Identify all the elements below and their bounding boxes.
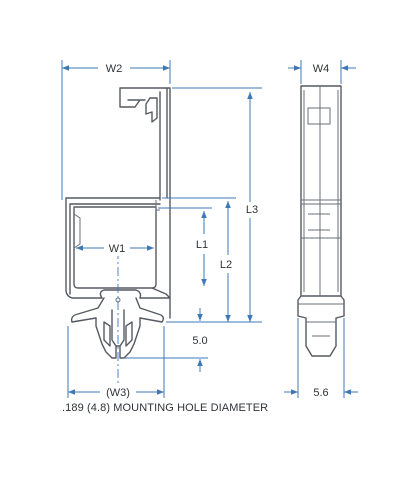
side-body-details <box>298 86 344 337</box>
label-backdrop <box>310 62 332 76</box>
dim-l1-label: L1 <box>196 239 208 251</box>
dim-l2-label: L2 <box>220 259 232 271</box>
dim-l2: L2 <box>162 197 236 322</box>
dim-l3-label: L3 <box>246 204 258 216</box>
label-backdrop <box>311 386 331 400</box>
dim-5-6-label: 5.6 <box>313 387 328 399</box>
label-backdrop <box>106 242 128 256</box>
dim-w4: W4 <box>288 60 356 84</box>
dim-w3: (W3) <box>67 326 165 400</box>
dim-w1-label: W1 <box>109 243 126 255</box>
dim-w1: W1 <box>76 242 154 256</box>
latch-slit <box>155 200 160 211</box>
side-view <box>297 85 345 357</box>
label-backdrop <box>190 334 210 348</box>
dim-5-0-label: 5.0 <box>192 335 207 347</box>
push-in-anchor <box>95 309 141 359</box>
dim-5-6: 5.6 <box>284 318 358 400</box>
dim-w2: W2 <box>61 60 171 200</box>
clip-outer-outline <box>65 87 171 319</box>
dim-w2-label: W2 <box>106 63 123 75</box>
label-backdrop <box>104 386 132 400</box>
label-backdrop <box>103 62 125 76</box>
dim-w4-label: W4 <box>313 63 330 75</box>
mounting-hole-note: .189 (4.8) MOUNTING HOLE DIAMETER <box>62 402 269 414</box>
loop-tab-detail <box>73 213 81 249</box>
front-view <box>65 87 171 359</box>
label-backdrop <box>243 203 261 217</box>
side-body-outline <box>297 85 345 357</box>
dim-w3-label: (W3) <box>106 387 130 399</box>
base-flange <box>70 289 165 323</box>
label-backdrop <box>217 258 235 272</box>
label-backdrop <box>193 238 211 252</box>
dim-l3: L3 <box>172 87 262 322</box>
dim-l1: L1 <box>158 207 212 286</box>
dim-5-0: 5.0 <box>124 308 210 372</box>
